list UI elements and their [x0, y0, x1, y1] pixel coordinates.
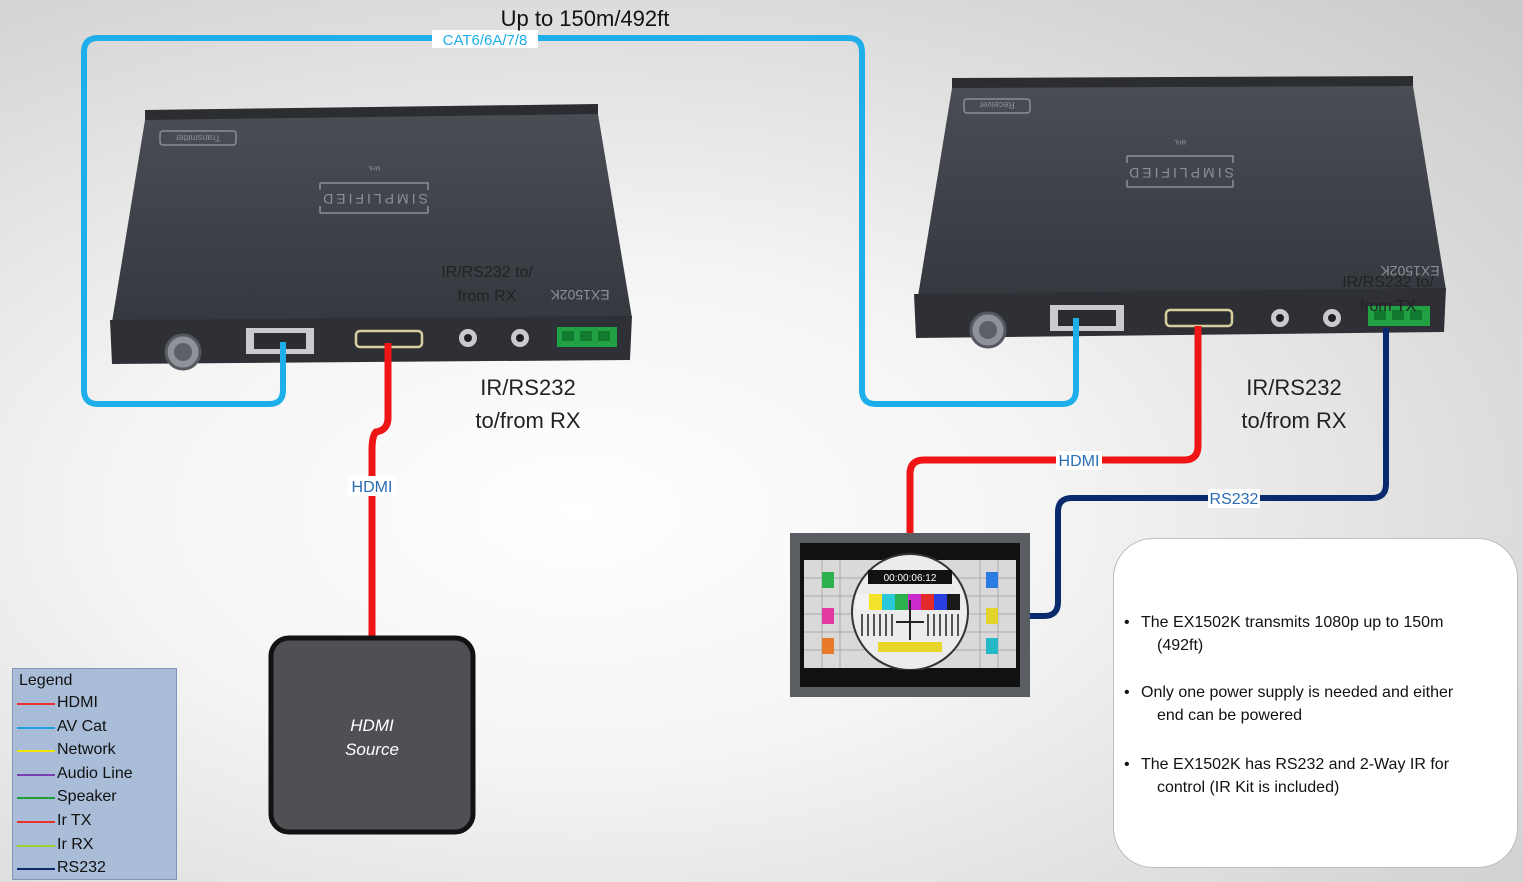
bullet-icon: • [1124, 681, 1140, 704]
transmitter-model: EX1502K [550, 287, 610, 303]
hdmi-source-label-2: Source [345, 740, 399, 759]
transmitter-callout-2: to/from RX [475, 408, 580, 433]
rs232-link-label: RS232 [1210, 491, 1259, 508]
legend-item-label: Ir TX [57, 812, 91, 830]
legend-item-label: AV Cat [57, 718, 107, 736]
hdmi-port [1166, 310, 1232, 326]
legend-item: Speaker [15, 787, 175, 809]
legend-swatch [17, 821, 55, 823]
hdmi-source-label-1: HDMI [350, 716, 394, 735]
hdmi-display-link-label: HDMI [1059, 453, 1100, 470]
legend-item: Audio Line [15, 764, 175, 786]
note-line: The EX1502K has RS232 and 2-Way IR for [1141, 753, 1504, 776]
legend-swatch [17, 845, 55, 847]
receiver-brand: SIMPLIFIED [1126, 165, 1234, 181]
legend-item-label: Ir RX [57, 836, 93, 854]
transmitter-brand-sub: MHL [367, 164, 380, 170]
legend-item-label: Network [57, 741, 116, 759]
legend-item: AV Cat [15, 717, 175, 739]
note-line: control (IR Kit is included) [1141, 776, 1504, 799]
legend-item: RS232 [15, 858, 175, 880]
note-line: (492ft) [1141, 634, 1504, 657]
transmitter-brand: SIMPLIFIED [320, 191, 428, 207]
note-item: •Only one power supply is needed and eit… [1124, 681, 1504, 727]
receiver-callout-1: IR/RS232 [1246, 375, 1341, 400]
legend-item-label: RS232 [57, 859, 106, 877]
legend-item-label: Speaker [57, 788, 117, 806]
legend-swatch [17, 774, 55, 776]
legend-item: Ir RX [15, 835, 175, 857]
hdmi-source: HDMI Source [271, 638, 473, 832]
display-timecode: 00:00:06:12 [884, 573, 937, 584]
legend-title: Legend [19, 672, 72, 690]
legend-swatch [17, 703, 55, 705]
legend-item: Network [15, 740, 175, 762]
note-item: •The EX1502K transmits 1080p up to 150m(… [1124, 611, 1504, 657]
receiver-badge-text: Receiver [979, 100, 1015, 110]
bullet-icon: • [1124, 611, 1140, 634]
receiver-callout-2: to/from RX [1241, 408, 1346, 433]
legend-item-label: HDMI [57, 694, 98, 712]
legend-swatch [17, 750, 55, 752]
receiver-port-label-1: IR/RS232 to/ [1342, 274, 1434, 291]
transmitter-badge-text: Transmitter [175, 133, 220, 143]
display-monitor: 00:00:06:12 [790, 533, 1030, 697]
legend-swatch [17, 797, 55, 799]
legend-item-label: Audio Line [57, 765, 133, 783]
note-line: end can be powered [1141, 704, 1504, 727]
legend-swatch [17, 727, 55, 729]
distance-label: Up to 150m/492ft [501, 6, 670, 31]
hdmi-source-link-label: HDMI [352, 479, 393, 496]
transmitter-port-label-1: IR/RS232 to/ [441, 264, 533, 281]
receiver-port-label-2: from TX [1360, 298, 1417, 315]
note-line: The EX1502K transmits 1080p up to 150m [1141, 611, 1504, 634]
legend-item: Ir TX [15, 811, 175, 833]
transmitter-unit: Transmitter SIMPLIFIED MHL EX1502K [110, 104, 632, 369]
transmitter-callout-1: IR/RS232 [480, 375, 575, 400]
cat-cable-label: CAT6/6A/7/8 [443, 32, 528, 49]
legend-swatch [17, 868, 55, 870]
transmitter-port-label-2: from RX [458, 288, 517, 305]
notes-panel: •The EX1502K transmits 1080p up to 150m(… [1113, 538, 1518, 868]
note-line: Only one power supply is needed and eith… [1141, 681, 1504, 704]
bullet-icon: • [1124, 753, 1140, 776]
hdmi-cable-display [910, 326, 1198, 544]
legend-item: HDMI [15, 693, 175, 715]
receiver-brand-sub: MHL [1173, 138, 1186, 144]
